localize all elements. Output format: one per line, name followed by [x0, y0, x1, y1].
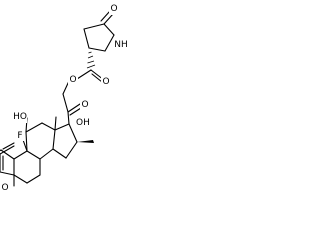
- bond: [91, 73, 103, 83]
- bond: [52, 129, 56, 150]
- bond: [52, 148, 67, 159]
- ketone-oxygen: O: [81, 100, 88, 110]
- bond: [87, 55, 94, 59]
- pyroglutamate-ring: [83, 10, 115, 52]
- c17-hydroxyl: OH: [76, 118, 90, 128]
- bond: [68, 123, 78, 143]
- bond: [69, 107, 82, 116]
- c3-ketone-oxygen: O: [1, 183, 8, 193]
- bond: [103, 23, 115, 36]
- bond: [0, 149, 15, 160]
- bond: [83, 28, 90, 49]
- bond: [86, 64, 96, 69]
- ester-oxygen: O: [69, 75, 76, 85]
- bond: [76, 69, 92, 80]
- steroid-core: [0, 111, 94, 184]
- bond: [39, 148, 54, 160]
- bond: [13, 174, 28, 184]
- bond: [25, 122, 43, 133]
- ester-carbonyl-oxygen: O: [102, 77, 109, 87]
- bond: [0, 145, 15, 155]
- bond: [62, 93, 69, 113]
- c11-hydroxyl: HO: [13, 112, 27, 122]
- bond: [87, 60, 95, 64]
- bond: [83, 23, 105, 30]
- bond: [54, 123, 70, 131]
- fluorine-atom: F: [17, 131, 22, 141]
- bond: [26, 150, 41, 160]
- bond: [25, 131, 28, 152]
- bond: [65, 141, 78, 159]
- bond: [77, 140, 94, 143]
- bond: [103, 13, 114, 25]
- bond: [100, 10, 111, 22]
- bond: [88, 51, 92, 54]
- molecule-diagram: O NH O O O OH HO F O: [0, 4, 129, 194]
- bond: [54, 116, 57, 131]
- bond: [26, 174, 41, 184]
- bond: [2, 142, 15, 150]
- lactam-nitrogen: NH: [114, 40, 128, 50]
- bond: [41, 122, 56, 131]
- lactam-carbonyl-oxygen: O: [110, 4, 117, 14]
- atom-labels: O NH O O O OH HO F O: [0, 4, 129, 194]
- bond: [0, 171, 15, 176]
- bond: [67, 103, 81, 113]
- bond: [67, 111, 70, 125]
- bond: [104, 34, 115, 52]
- bond: [13, 150, 28, 160]
- bond: [88, 47, 106, 52]
- ester-linkage: [62, 51, 105, 116]
